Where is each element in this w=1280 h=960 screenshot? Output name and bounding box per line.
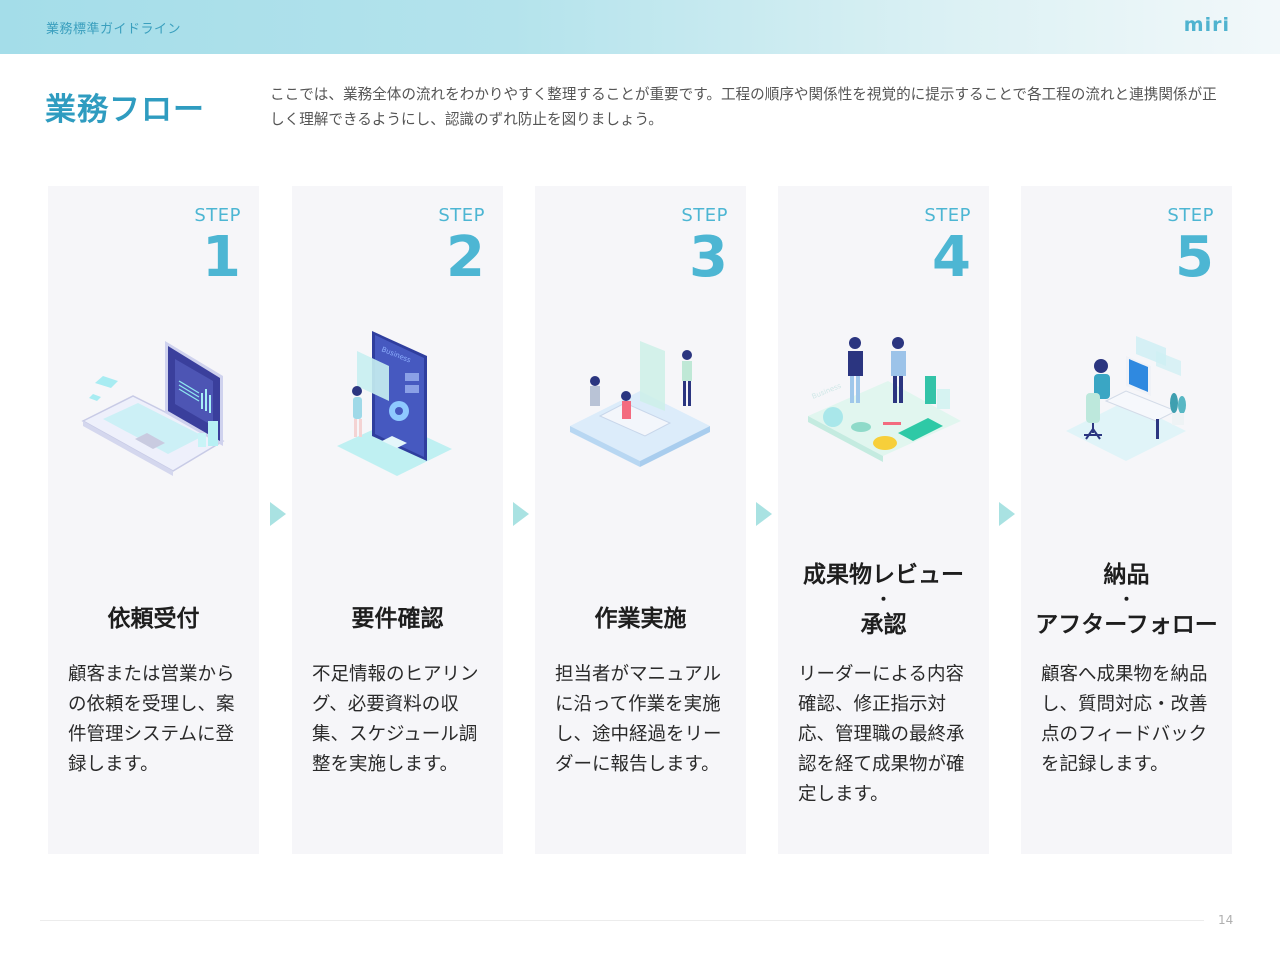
arrow-right-icon: [999, 502, 1015, 526]
woman-business-tablet-icon: Business: [337, 331, 452, 476]
miri-logo: miri: [1183, 14, 1230, 36]
step-card-5: STEP 5 納品 ・ アフターフォロー 顧客へ成果物を納品し、質問対応・改善点…: [1021, 186, 1232, 854]
header-bar: 業務標準ガイドライン miri: [0, 0, 1280, 54]
step-card-4: STEP 4 Business 成果物レビュー ・ 承認: [778, 186, 989, 854]
step-title-line1: 要件確認: [351, 606, 444, 632]
step-description: 顧客または営業からの依頼を受理し、案件管理システムに登録します。: [68, 664, 235, 775]
step-title-line1: 成果物レビュー: [803, 562, 964, 588]
document-title: 業務標準ガイドライン: [46, 22, 182, 37]
step-title-line1: 納品: [1103, 562, 1150, 588]
step-title-separator: ・: [875, 590, 892, 609]
step-card-1: STEP 1 依頼受付 顧客または営業からの依頼を受理し、案件管理システムに登録…: [48, 186, 259, 854]
step-number: 3: [689, 225, 728, 290]
step-number: 2: [446, 225, 485, 290]
page-title: 業務フロー: [45, 92, 205, 128]
step-label: STEP: [924, 205, 971, 226]
step-card-3: STEP 3 作業実施 担当者がマニュアルに沿って作業を実施し、途中経過をリーダ…: [535, 186, 746, 854]
step-label: STEP: [681, 205, 728, 226]
step-description: リーダーによる内容確認、修正指示対応、管理職の最終承認を経て成果物が確定します。: [798, 664, 965, 805]
step-number: 4: [932, 225, 971, 290]
woman-at-desk-computer-icon: [1066, 336, 1186, 461]
step-title-line1: 作業実施: [594, 606, 687, 632]
step-title-line1: 依頼受付: [107, 606, 200, 632]
arrow-right-icon: [756, 502, 772, 526]
step-number: 5: [1175, 225, 1214, 290]
step-description: 不足情報のヒアリング、必要資料の収集、スケジュール調整を実施します。: [312, 664, 479, 775]
step-title-line2: 承認: [860, 612, 907, 638]
svg-text:Business: Business: [811, 382, 843, 401]
laptop-dashboard-icon: [81, 341, 225, 476]
footer-divider: [40, 920, 1204, 921]
step-label: STEP: [1167, 205, 1214, 226]
step-number: 1: [202, 225, 241, 290]
arrow-right-icon: [270, 502, 286, 526]
step-label: STEP: [194, 205, 241, 226]
step-title: 依頼受付: [48, 606, 259, 632]
step-title: 作業実施: [535, 606, 746, 632]
handshake-business-icon: Business: [808, 337, 961, 462]
step-title-line2: アフターフォロー: [1035, 612, 1218, 638]
intro-text: ここでは、業務全体の流れをわかりやすく整理することが重要です。工程の順序や関係性…: [270, 86, 1217, 128]
step-description: 担当者がマニュアルに沿って作業を実施し、途中経過をリーダーに報告します。: [555, 664, 722, 775]
office-team-working-icon: [570, 341, 710, 467]
page-number: 14: [1218, 913, 1234, 927]
step-card-2: STEP 2 Business 要件確認 不足情報のヒアリング、必要資料の収集、…: [292, 186, 503, 854]
arrow-right-icon: [513, 502, 529, 526]
step-title: 成果物レビュー ・ 承認: [778, 562, 989, 638]
step-title: 要件確認: [292, 606, 503, 632]
workflow-steps: STEP 1 依頼受付 顧客または営業からの依頼を受理し、案件管理システムに登録…: [48, 186, 1232, 854]
step-title: 納品 ・ アフターフォロー: [1021, 562, 1232, 638]
step-label: STEP: [438, 205, 485, 226]
step-description: 顧客へ成果物を納品し、質問対応・改善点のフィードバックを記録します。: [1041, 664, 1208, 775]
step-title-separator: ・: [1118, 590, 1135, 609]
